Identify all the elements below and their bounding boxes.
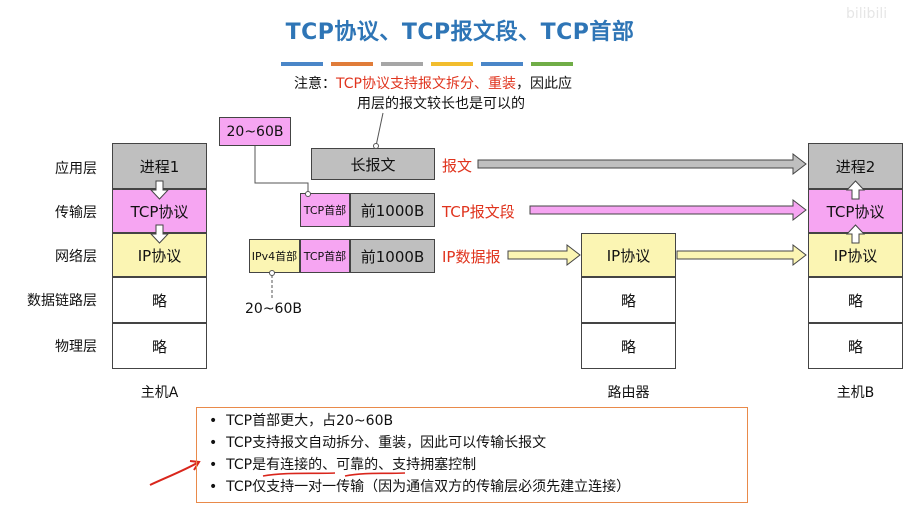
watermark-logo: bilibili <box>846 6 888 22</box>
host-b-link: 略 <box>808 277 903 323</box>
color-strip-4 <box>431 62 473 66</box>
summary-text-3: TCP是有连接的、可靠的、支持拥塞控制 <box>226 457 477 473</box>
note-prefix: 注意： <box>294 76 336 92</box>
summary-bullet-3: • TCP是有连接的、可靠的、支持拥塞控制 <box>209 457 477 473</box>
ip-size-callout-line <box>269 270 275 298</box>
note-suffix: ，因此应 <box>515 76 572 92</box>
tcp-size-callout-line <box>254 146 311 197</box>
color-strip-6 <box>531 62 573 66</box>
segment-flow-label: TCP报文段 <box>442 203 515 221</box>
summary-bullet-1: • TCP首部更大，占20~60B <box>209 413 394 429</box>
router-label: 路由器 <box>607 385 650 401</box>
summary-bullet-4: • TCP仅支持一对一传输（因为通信双方的传输层必须先建立连接） <box>209 479 631 495</box>
host-a-link: 略 <box>112 277 207 323</box>
segment-tcp-header: TCP首部 <box>300 193 350 227</box>
host-b-physical: 略 <box>808 323 903 369</box>
tcp-header-size-box: 20~60B <box>219 117 291 146</box>
router-link: 略 <box>581 277 676 323</box>
segment-data-box: 前1000B <box>350 193 435 227</box>
ip-header-size-label: 20~60B <box>245 301 302 317</box>
color-strip-1 <box>281 62 323 66</box>
summary-text-4: TCP仅支持一对一传输（因为通信双方的传输层必须先建立连接） <box>226 479 631 495</box>
layer-label-transport: 传输层 <box>55 205 97 221</box>
router-ip: IP协议 <box>581 233 676 277</box>
host-a-label: 主机A <box>140 385 179 401</box>
host-a-down-arrow-2 <box>149 224 170 244</box>
router-physical: 略 <box>581 323 676 369</box>
host-a-down-arrow-1 <box>149 180 170 200</box>
summary-box: • TCP首部更大，占20~60B • TCP支持报文自动拆分、重装，因此可以传… <box>196 407 748 503</box>
datagram-arrow-to-router <box>507 243 581 267</box>
host-b-up-arrow-1 <box>845 180 866 200</box>
layer-label-physical: 物理层 <box>55 339 97 355</box>
layer-label-application: 应用层 <box>55 161 97 177</box>
long-message-box: 长报文 <box>311 148 435 180</box>
summary-text-1: TCP首部更大，占20~60B <box>226 413 394 429</box>
message-arrow <box>477 152 807 176</box>
layer-label-datalink: 数据链路层 <box>27 293 97 309</box>
datagram-flow-label: IP数据报 <box>442 248 501 266</box>
page-title: TCP协议、TCP报文段、TCP首部 <box>285 20 635 45</box>
note-callout-line <box>373 112 384 149</box>
color-strip-3 <box>381 62 423 66</box>
note-line-1: 注意：TCP协议支持报文拆分、重装，因此应 <box>294 74 572 94</box>
summary-text-2: TCP支持报文自动拆分、重装，因此可以传输长报文 <box>226 435 547 451</box>
note-line-2: 用层的报文较长也是可以的 <box>357 96 525 112</box>
layer-label-network: 网络层 <box>55 249 97 265</box>
datagram-tcp-header: TCP首部 <box>300 239 350 273</box>
datagram-arrow-to-host-b <box>676 243 807 267</box>
message-flow-label: 报文 <box>442 157 473 175</box>
datagram-data-box: 前1000B <box>350 239 435 273</box>
color-strip-5 <box>481 62 523 66</box>
summary-bullet-2: • TCP支持报文自动拆分、重装，因此可以传输长报文 <box>209 435 547 451</box>
note-highlight: TCP协议支持报文拆分、重装 <box>336 76 516 92</box>
host-b-up-arrow-2 <box>845 224 866 244</box>
host-a-physical: 略 <box>112 323 207 369</box>
segment-arrow <box>529 198 807 222</box>
hand-annotation <box>149 460 406 486</box>
host-b-label: 主机B <box>836 385 875 401</box>
color-strip-2 <box>331 62 373 66</box>
